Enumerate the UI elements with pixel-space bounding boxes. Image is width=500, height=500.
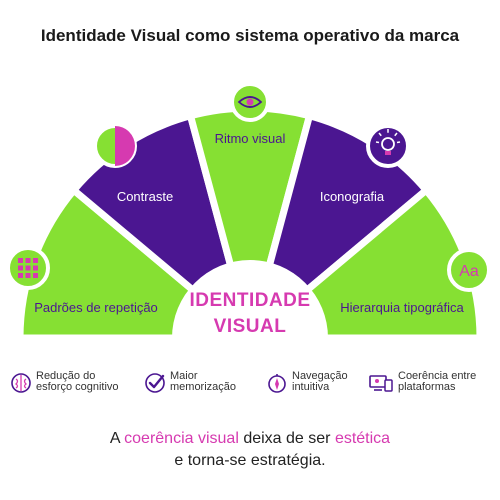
lightbulb-icon xyxy=(366,124,410,168)
benefit-memorization-line2: memorização xyxy=(170,381,237,393)
tagline-line1: A coerência visual deixa de ser estética xyxy=(0,428,500,450)
tagline-part1: A xyxy=(109,430,125,447)
segment-label-5: Hierarquia tipográfica xyxy=(340,300,464,315)
benefit-platforms: Coerência entre plataformas xyxy=(368,371,476,394)
center-label-line1: IDENTIDADE xyxy=(189,290,310,311)
center-label-line2: VISUAL xyxy=(214,316,287,337)
benefit-navigation-line1: Navegação xyxy=(292,370,348,382)
page-title: Identidade Visual como sistema operativo… xyxy=(40,26,460,45)
check-icon xyxy=(145,373,165,393)
contrast-half-icon xyxy=(93,124,137,168)
devices-icon xyxy=(369,375,393,392)
segment-label-4: Iconografia xyxy=(320,189,385,204)
benefit-cognitive: Redução do esforço cognitivo xyxy=(10,371,119,394)
pattern-grid-icon xyxy=(6,246,50,290)
tagline-highlight-coherence: coerência visual xyxy=(124,430,239,447)
svg-text:Aa: Aa xyxy=(459,263,479,280)
benefit-memorization-line1: Maior xyxy=(170,370,198,382)
benefit-navigation: Navegação intuitiva xyxy=(266,371,348,394)
segment-label-3: Ritmo visual xyxy=(215,131,286,146)
center-disc xyxy=(172,260,328,416)
benefit-cognitive-line2: esforço cognitivo xyxy=(36,381,119,393)
tagline-highlight-aesthetic: estética xyxy=(334,430,391,447)
segment-label-1: Padrões de repetição xyxy=(34,300,158,315)
tagline-part2: deixa de ser xyxy=(238,430,335,447)
benefit-navigation-line2: intuitiva xyxy=(292,381,330,393)
brain-icon xyxy=(11,373,31,393)
benefit-platforms-line2: plataformas xyxy=(398,381,456,393)
benefit-platforms-line1: Coerência entre xyxy=(398,370,477,382)
benefit-memorization: Maior memorização xyxy=(144,371,236,394)
tagline-line2: e torna-se estratégia. xyxy=(174,452,326,469)
typography-aa-icon: Aa xyxy=(447,248,491,292)
compass-icon xyxy=(268,374,286,393)
segment-label-2: Contraste xyxy=(117,189,173,204)
eye-icon xyxy=(230,82,270,122)
benefit-cognitive-line1: Redução do xyxy=(36,370,96,382)
tagline: A coerência visual deixa de ser estética… xyxy=(0,428,500,472)
